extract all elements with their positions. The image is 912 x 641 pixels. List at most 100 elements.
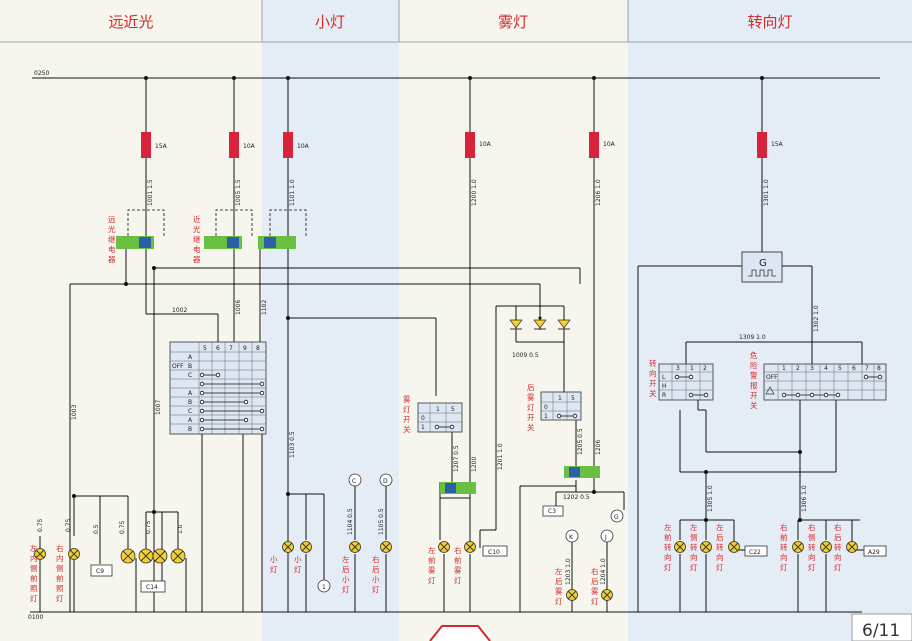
lamp-small-right-label: 小灯 (294, 555, 302, 574)
svg-text:OFF: OFF (766, 374, 778, 381)
svg-text:1205 0.5: 1205 0.5 (577, 428, 584, 455)
page-number-box (851, 613, 912, 641)
svg-text:1: 1 (782, 365, 786, 372)
rear-fog-switch: 1 5 0 1 (540, 391, 582, 421)
flasher-unit (741, 251, 783, 283)
wire-1007: 1007 (155, 400, 162, 415)
wire-1006: 1006 (235, 300, 242, 315)
svg-text:0.75: 0.75 (65, 518, 72, 532)
lamp-right-inner-label: 右内侧前照灯 (56, 543, 64, 603)
header-small-lamp: 小灯 (315, 13, 345, 31)
node-g: G (614, 514, 619, 521)
fuse-2-rating: 10A (243, 143, 256, 150)
fuse-5-rating: 10A (603, 141, 616, 148)
wire-1103: 1103 0.5 (289, 431, 296, 458)
svg-text:A29: A29 (868, 549, 880, 556)
lamp-rear-right-fog-label: 右后雾灯 (591, 566, 599, 606)
svg-text:8: 8 (256, 345, 260, 352)
svg-text:1306 1.0: 1306 1.0 (801, 485, 808, 512)
node-c: C (352, 478, 356, 485)
fuse-1 (141, 132, 151, 158)
svg-text:4: 4 (824, 365, 828, 372)
fuse-6 (757, 132, 767, 158)
svg-text:3: 3 (810, 365, 814, 372)
lamp-right-side-turn-label: 右侧转向灯 (808, 522, 816, 572)
lamp-rear-right-small-label: 右后小灯 (372, 554, 380, 594)
svg-text:C3: C3 (548, 508, 556, 515)
svg-text:1.0: 1.0 (177, 524, 184, 534)
svg-text:6: 6 (852, 365, 856, 372)
header-fog-lamp: 雾灯 (498, 13, 528, 31)
wire-1200: 1200 1.0 (471, 179, 478, 206)
lamp-small-left-label: 小灯 (270, 555, 278, 574)
band-small-lamp (262, 0, 399, 641)
fuse-1-rating: 15A (155, 143, 168, 150)
lamp-left-rear-turn-label: 左后转向灯 (716, 522, 724, 572)
lamp-left-inner-label: 左内侧前照灯 (30, 543, 38, 603)
svg-text:7: 7 (229, 345, 233, 352)
wire-1002: 1002 (172, 307, 187, 314)
svg-text:1: 1 (436, 406, 440, 413)
relay-low-beam-label: 近光继电器 (193, 214, 201, 264)
lamp-left-side-turn-label: 左侧转向灯 (690, 522, 698, 572)
node-d: D (383, 478, 388, 485)
svg-text:7: 7 (865, 365, 869, 372)
lamp-front-right-fog-label: 右前雾灯 (454, 545, 462, 585)
connector-c9 (90, 564, 113, 577)
svg-text:5: 5 (451, 406, 455, 413)
wire-1301: 1301 1.0 (763, 179, 770, 206)
svg-text:1204 1.0: 1204 1.0 (600, 558, 607, 585)
connector-c14 (140, 580, 166, 593)
svg-text:1: 1 (544, 413, 548, 420)
svg-text:1: 1 (558, 395, 562, 402)
fuse-3-rating: 10A (297, 143, 310, 150)
wire-1005: 1005 1.5 (235, 179, 242, 206)
svg-text:C: C (188, 408, 192, 415)
headlight-lamps (34, 548, 186, 564)
wire-1003: 1003 (71, 405, 78, 420)
hazard-switch-label: 危险警报开关 (750, 350, 758, 410)
svg-text:0.5: 0.5 (93, 524, 100, 534)
svg-text:1: 1 (421, 424, 425, 431)
svg-text:1: 1 (690, 365, 694, 372)
svg-text:G: G (759, 258, 767, 269)
relay-small-lamp (258, 236, 296, 249)
svg-text:C14: C14 (146, 584, 158, 591)
svg-text:1200: 1200 (471, 457, 478, 472)
svg-text:8: 8 (877, 365, 881, 372)
fuse-6-rating: 15A (771, 141, 784, 148)
svg-text:1302 1.0: 1302 1.0 (813, 305, 820, 332)
fuse-4-rating: 10A (479, 141, 492, 148)
svg-text:1104 0.5: 1104 0.5 (347, 508, 354, 535)
fuse-4 (465, 132, 475, 158)
header-turn-lamp: 转向灯 (747, 13, 792, 31)
lamp-front-left-fog-label: 左前雾灯 (428, 545, 436, 585)
bottom-badge (429, 625, 491, 641)
svg-text:5: 5 (203, 345, 207, 352)
svg-text:0.75: 0.75 (145, 520, 152, 534)
svg-text:1309 1.0: 1309 1.0 (739, 334, 766, 341)
lamp-right-front-turn-label: 右前转向灯 (780, 522, 788, 572)
fuse-3 (283, 132, 293, 158)
svg-text:C10: C10 (488, 549, 500, 556)
svg-text:2: 2 (703, 365, 707, 372)
connector-a29 (863, 545, 887, 557)
fog-switch: 1 5 0 1 (417, 402, 463, 433)
svg-text:0.75: 0.75 (119, 520, 126, 534)
node-k: K (569, 534, 574, 541)
svg-text:6: 6 (216, 345, 220, 352)
svg-text:9: 9 (243, 345, 247, 352)
header-headlight: 远近光 (108, 13, 153, 31)
lamp-right-rear-turn-label: 右后转向灯 (834, 522, 842, 572)
wire-1001: 1001 1.5 (147, 179, 154, 206)
svg-text:A: A (188, 417, 193, 424)
svg-text:1105 0.5: 1105 0.5 (378, 508, 385, 535)
page-number: 6/11 (862, 621, 900, 641)
wire-1102: 1102 (261, 300, 268, 315)
relay-high-beam-label: 远光继电器 (108, 215, 116, 264)
top-bus-label: 0250 (34, 70, 49, 77)
svg-text:1207 0.5: 1207 0.5 (453, 445, 460, 472)
hazard-switch: 1 2 3 4 5 6 7 8 OFF (763, 363, 887, 401)
